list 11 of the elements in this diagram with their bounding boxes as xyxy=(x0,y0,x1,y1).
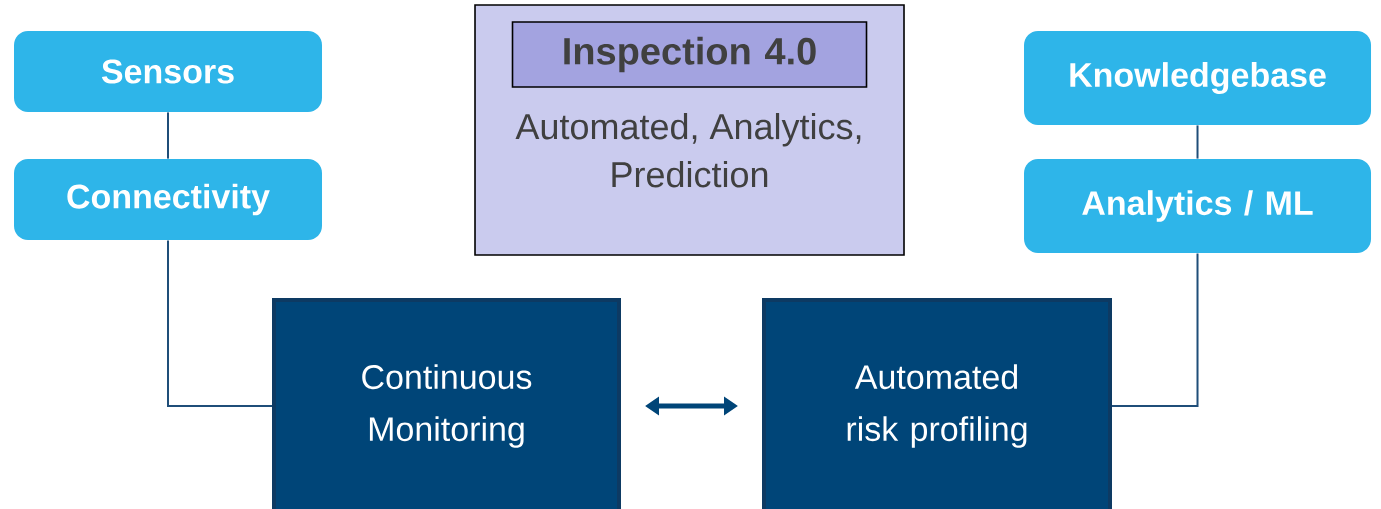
process-box: Connectivity xyxy=(14,159,322,240)
connector-line xyxy=(167,111,169,160)
connector-line xyxy=(1111,252,1199,407)
process-box: Sensors xyxy=(14,31,322,112)
process-box: Automated risk profiling xyxy=(762,298,1112,509)
title-box: Inspection 4.0 xyxy=(511,21,868,88)
connector-line xyxy=(167,239,273,407)
process-box: Continuous Monitoring xyxy=(272,298,621,509)
process-box: Knowledgebase xyxy=(1024,31,1371,125)
connector-line xyxy=(1196,124,1199,160)
process-box: Analytics / ML xyxy=(1024,159,1371,253)
